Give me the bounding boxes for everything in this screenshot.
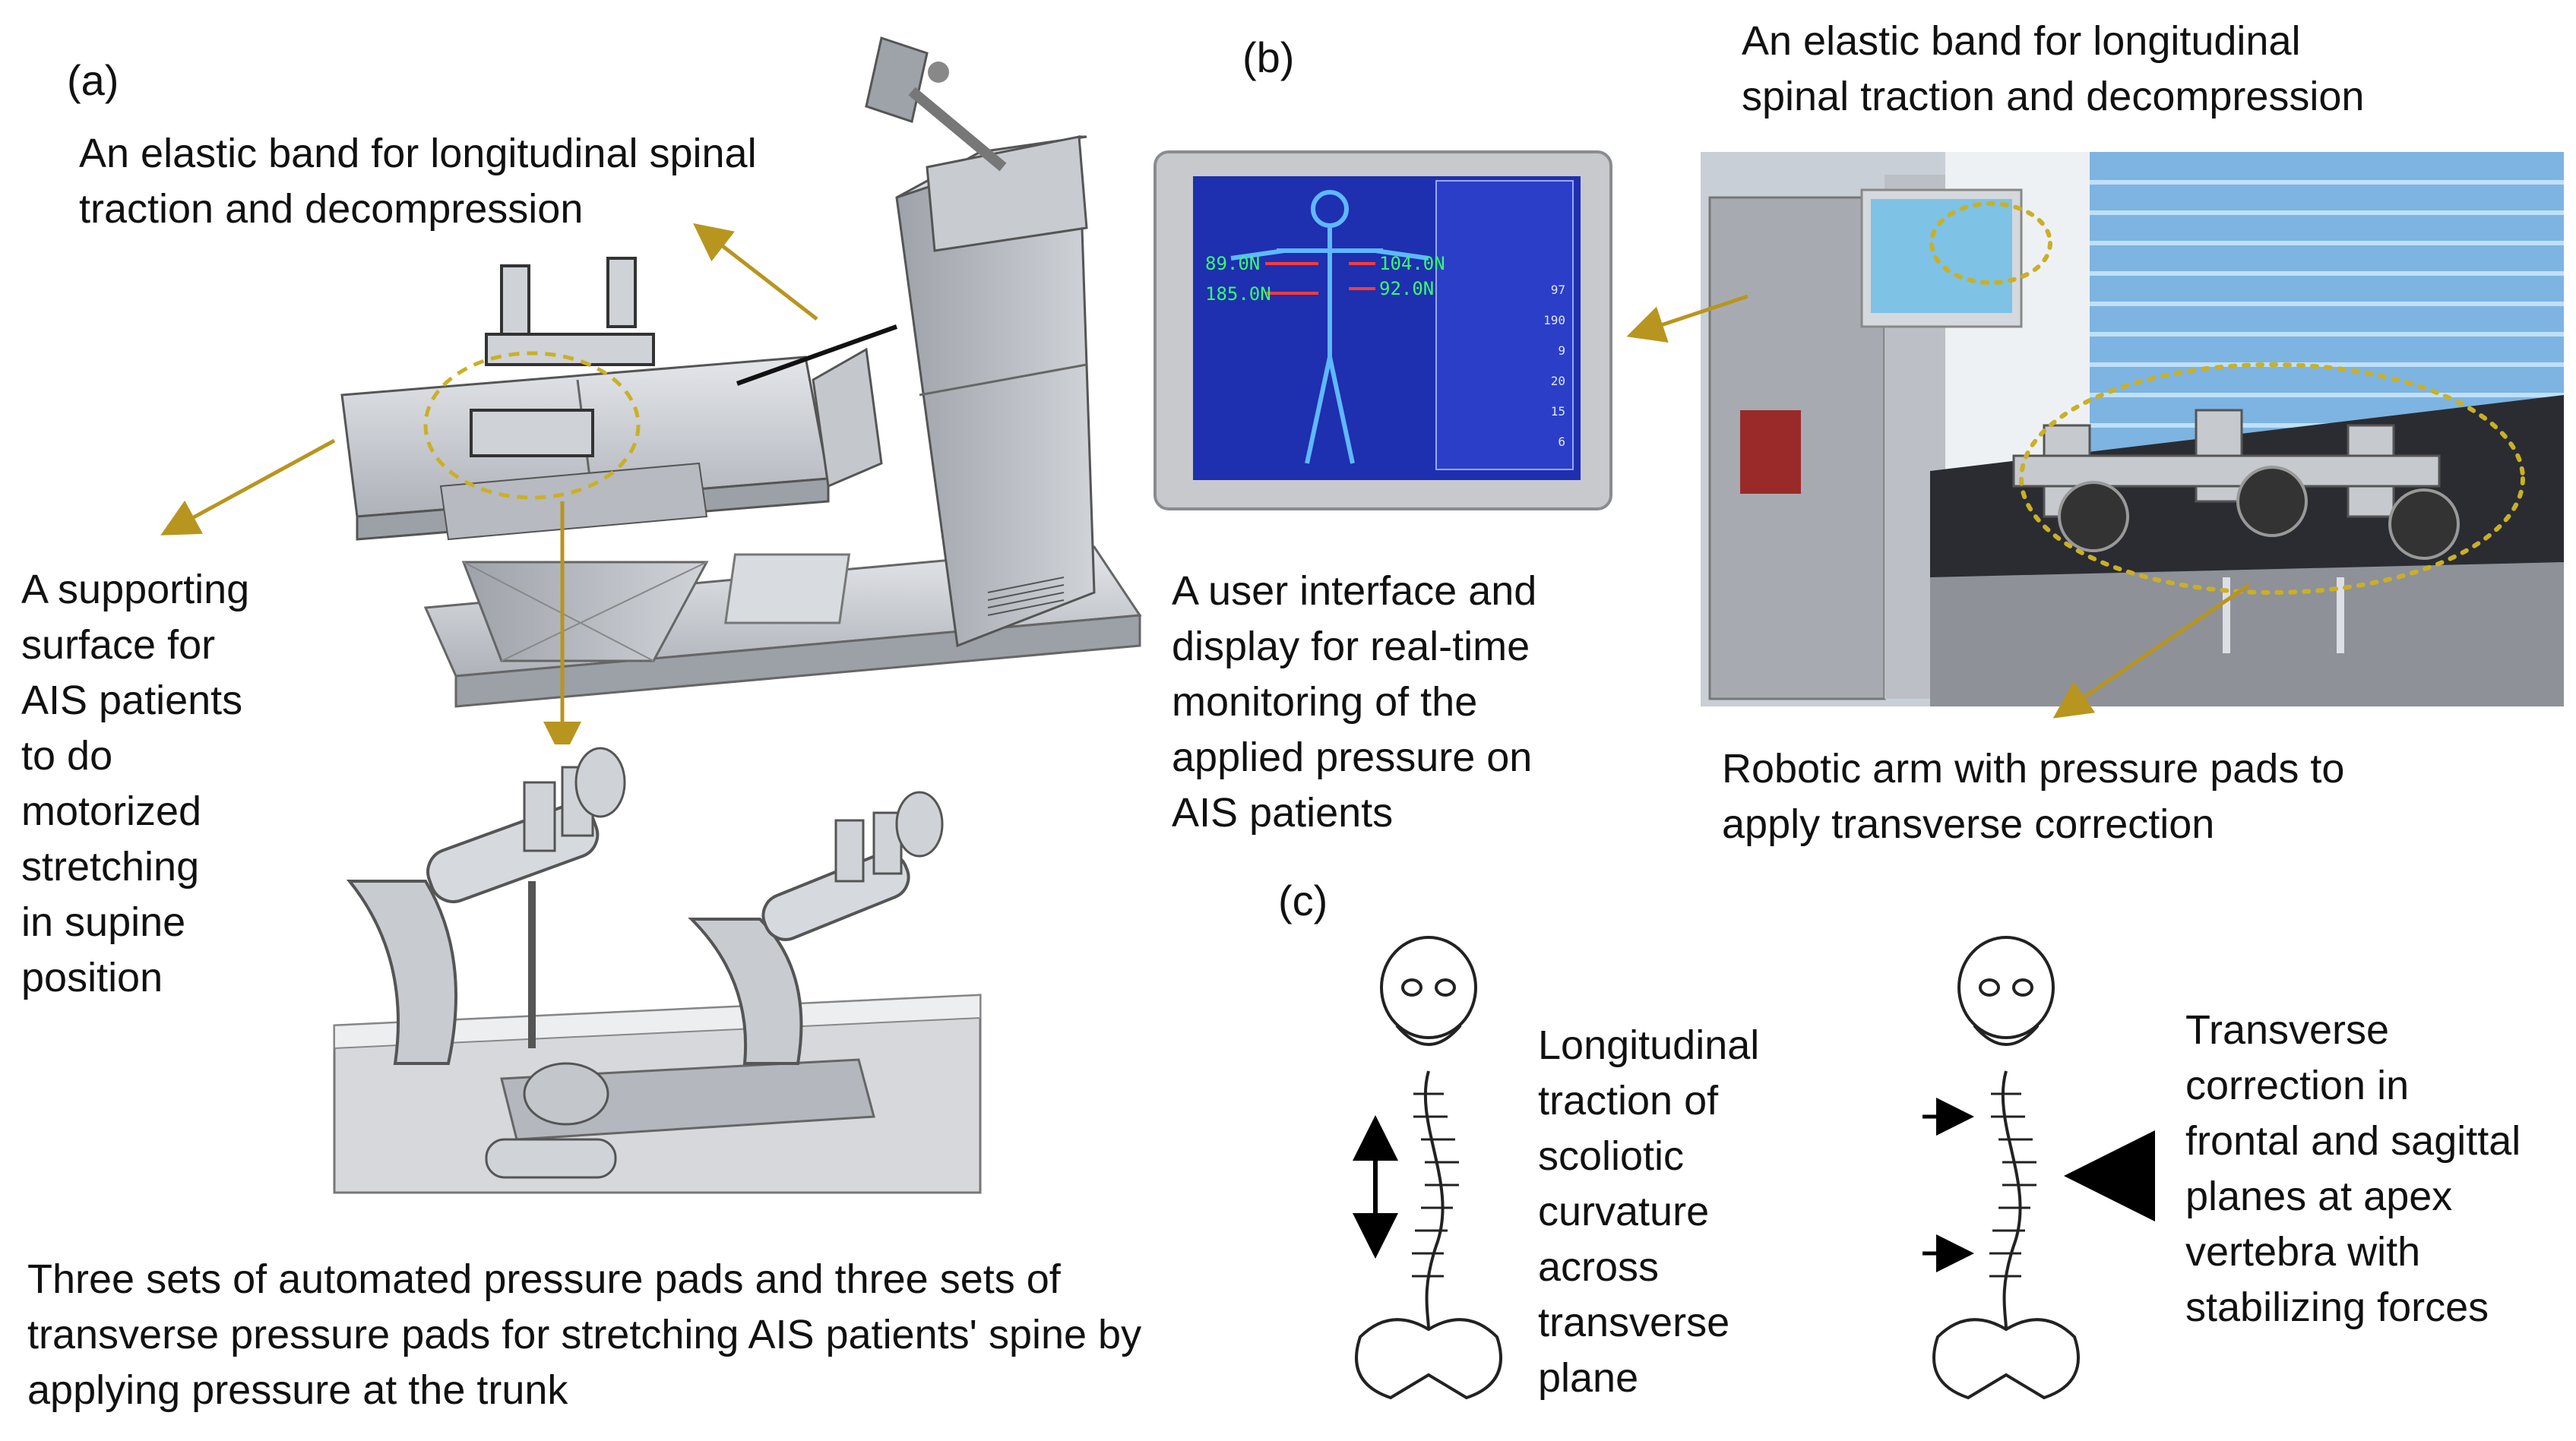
band-caption-a: An elastic band for longitudinal spinal … [79, 131, 757, 232]
surface-caption: A supporting surface for AIS patients to… [21, 567, 250, 1000]
screen-reading-left-upper: 89.0N [1205, 253, 1261, 274]
longitudinal-caption: Longitudinal traction of scoliotic curva… [1538, 1022, 1760, 1401]
band-caption-b: An elastic band for longitudinal spinal … [1742, 18, 2365, 119]
screen-value: 190 [1543, 313, 1565, 327]
pressure-pads-closeup [333, 744, 982, 1194]
transverse-caption: Transverse correction in frontal and sag… [2185, 1007, 2521, 1330]
panel-label-c: (c) [1278, 877, 1328, 924]
skeleton-transverse [1932, 936, 2080, 1400]
ui-caption: A user interface and display for real-ti… [1172, 568, 1537, 836]
monitor-photo [1154, 150, 1612, 510]
screen-reading-right-upper: 104.0N [1379, 253, 1445, 274]
screen-value: 15 [1550, 404, 1565, 419]
skeleton-longitudinal [1355, 936, 1502, 1400]
panel-label-a: (a) [67, 56, 119, 104]
screen-value: 9 [1558, 343, 1565, 358]
screen-reading-left-lower: 185.0N [1205, 283, 1271, 305]
screen-table-values: 97 190 9 20 15 6 [1527, 275, 1565, 457]
screen-value: 20 [1550, 374, 1565, 388]
panel-label-b: (b) [1242, 33, 1295, 81]
device-cabinet [865, 36, 1096, 648]
pads-caption: Three sets of automated pressure pads an… [27, 1256, 1142, 1413]
device-bed [340, 257, 898, 541]
screen-value: 6 [1558, 435, 1565, 449]
arm-caption: Robotic arm with pressure pads to apply … [1722, 746, 2345, 847]
screen-value: 97 [1550, 283, 1565, 297]
screen-reading-right-lower: 92.0N [1379, 278, 1435, 299]
room-photo [1701, 152, 2564, 706]
